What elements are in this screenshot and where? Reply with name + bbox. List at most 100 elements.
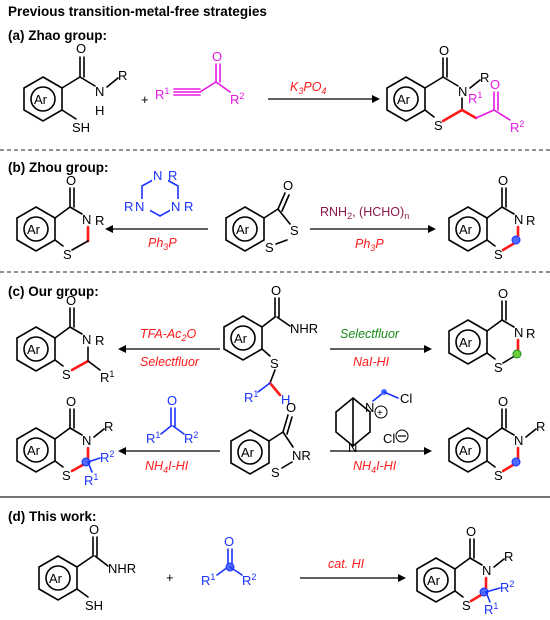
- condition-c1-right-top: Selectfluor: [340, 327, 400, 341]
- section-c-header: (c) Our group:: [8, 284, 99, 299]
- condition-b-right-bottom: Ph3P: [355, 237, 384, 253]
- svg-text:S: S: [290, 223, 299, 238]
- svg-text:N: N: [82, 433, 91, 448]
- product-c-row1-left: Ar O N R S R1: [16, 293, 114, 385]
- plus-sign-d: +: [166, 570, 174, 585]
- svg-text:O: O: [466, 524, 476, 539]
- condition-c1-left-bottom: Selectfluor: [140, 355, 200, 369]
- svg-text:R2: R2: [100, 449, 114, 465]
- svg-text:R: R: [95, 333, 104, 348]
- svg-text:S: S: [494, 468, 503, 483]
- reactant-c-row1-thioether: Ar O NHR S R1 H: [223, 283, 318, 407]
- reagent-c-dabco-chloromethyl: N N + Cl Cl: [335, 389, 412, 455]
- svg-text:R: R: [480, 70, 489, 85]
- svg-text:Ar: Ar: [427, 573, 441, 588]
- svg-text:S: S: [265, 240, 274, 255]
- svg-text:R1: R1: [100, 369, 114, 385]
- svg-text:N: N: [482, 563, 491, 578]
- svg-text:Ar: Ar: [459, 222, 473, 237]
- svg-text:NHR: NHR: [108, 561, 136, 576]
- section-a-header: (a) Zhao group:: [8, 28, 107, 43]
- reagent-triazinane: N R N R N R: [124, 168, 193, 217]
- condition-c1-left-top: TFA-Ac2O: [140, 327, 196, 343]
- svg-text:Cl: Cl: [383, 431, 395, 446]
- nhr-label: NHR: [290, 321, 318, 336]
- svg-text:R1: R1: [146, 430, 160, 446]
- svg-text:R: R: [95, 213, 104, 228]
- r-label: R: [118, 68, 127, 83]
- svg-text:R2: R2: [510, 119, 524, 135]
- svg-text:O: O: [498, 286, 508, 301]
- product-a-benzothiazinone: Ar O N R S R1 O R2: [386, 43, 524, 135]
- svg-text:R1: R1: [244, 389, 258, 405]
- condition-d: cat. HI: [328, 557, 365, 571]
- svg-text:N: N: [365, 400, 374, 415]
- svg-text:H: H: [281, 392, 290, 407]
- svg-text:N: N: [135, 199, 144, 214]
- svg-text:Ar: Ar: [397, 92, 411, 107]
- svg-text:S: S: [462, 598, 471, 613]
- svg-text:SH: SH: [85, 598, 103, 613]
- reagent-c-ketone: R1 O R2: [146, 393, 198, 446]
- condition-c2-right: NH4I-HI: [353, 459, 397, 475]
- svg-text:O: O: [66, 394, 76, 409]
- svg-text:O: O: [498, 394, 508, 409]
- svg-text:S: S: [434, 118, 443, 133]
- condition-c2-left: NH4I-HI: [145, 459, 189, 475]
- svg-text:O: O: [439, 43, 449, 58]
- svg-text:S: S: [494, 247, 503, 262]
- plus-sign: +: [141, 92, 149, 107]
- condition-b-right-top: RNH2, (HCHO)n: [320, 205, 409, 221]
- svg-text:+: +: [377, 408, 383, 419]
- svg-text:O: O: [498, 173, 508, 188]
- svg-text:Ar: Ar: [27, 443, 41, 458]
- svg-text:N: N: [514, 433, 523, 448]
- svg-text:N: N: [82, 212, 91, 227]
- svg-text:N: N: [514, 212, 523, 227]
- svg-text:N: N: [514, 325, 523, 340]
- ar-label: Ar: [34, 92, 48, 107]
- svg-text:R: R: [104, 419, 113, 434]
- svg-text:R1: R1: [155, 86, 169, 102]
- reactant-a-mercaptobenzamide: Ar O N H R SH: [23, 41, 127, 135]
- svg-text:R1: R1: [201, 572, 215, 588]
- reactant-d-mercaptobenzamide: Ar O NHR SH: [38, 522, 136, 613]
- svg-text:Ar: Ar: [49, 571, 63, 586]
- svg-text:Ar: Ar: [459, 335, 473, 350]
- svg-text:R: R: [504, 549, 513, 564]
- svg-text:O: O: [66, 173, 76, 188]
- cl-label: Cl: [400, 391, 412, 406]
- svg-text:Ar: Ar: [236, 222, 250, 237]
- svg-text:R: R: [124, 199, 133, 214]
- svg-text:O: O: [89, 522, 99, 537]
- n-label: N: [95, 84, 104, 99]
- svg-text:R: R: [184, 199, 193, 214]
- svg-text:S: S: [62, 367, 71, 382]
- product-c-row2-right: Ar O N R S: [448, 394, 545, 483]
- svg-text:R1: R1: [468, 90, 482, 106]
- reactant-c-row2-benzisothiazolone: Ar O NR S: [230, 400, 311, 480]
- svg-text:O: O: [66, 293, 76, 308]
- svg-text:O: O: [224, 534, 234, 549]
- h-label: H: [95, 103, 104, 118]
- svg-text:R: R: [168, 168, 177, 183]
- condition-c1-right-bottom: NaI-HI: [353, 355, 390, 369]
- product-d-benzothiazinone: Ar O N R S R2 R1: [416, 524, 514, 617]
- sh-label: SH: [72, 120, 90, 135]
- svg-text:O: O: [490, 77, 500, 92]
- product-c-row1-right: Ar O N R S: [448, 286, 535, 375]
- svg-text:Ar: Ar: [234, 331, 248, 346]
- svg-text:N: N: [348, 440, 357, 455]
- svg-text:R2: R2: [230, 91, 244, 107]
- reagent-d-ketone: R1 O R2: [201, 534, 256, 588]
- svg-text:S: S: [271, 465, 280, 480]
- svg-text:R: R: [526, 213, 535, 228]
- svg-text:O: O: [286, 400, 296, 415]
- svg-text:R: R: [536, 419, 545, 434]
- condition-b-left: Ph3P: [148, 236, 177, 252]
- svg-text:R: R: [526, 326, 535, 341]
- svg-text:O: O: [283, 178, 293, 193]
- svg-text:O: O: [167, 393, 177, 408]
- svg-text:S: S: [62, 468, 71, 483]
